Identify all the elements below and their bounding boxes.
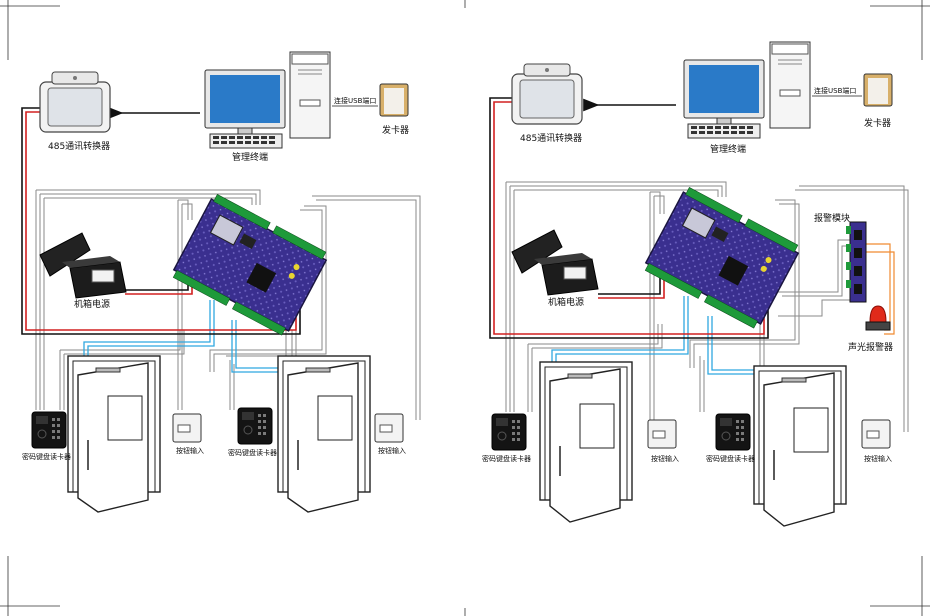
- keypad-reader-2-label: 密码键盘读卡器: [706, 454, 755, 463]
- card-issuer-label: 发卡器: [382, 124, 409, 136]
- card-issuer-label: 发卡器: [864, 117, 891, 129]
- terminal-label: 管理终端: [232, 151, 268, 163]
- management-terminal: [204, 51, 331, 149]
- exit-button-1: [647, 419, 677, 449]
- exit-button-1-label: 按钮输入: [176, 446, 204, 455]
- door-2: [277, 355, 371, 513]
- keypad-reader-1: [31, 411, 67, 449]
- power-supply-box: [39, 232, 127, 299]
- card-issuer: [863, 73, 893, 107]
- power-supply-box: [511, 229, 599, 296]
- keypad-reader-2-label: 密码键盘读卡器: [228, 448, 277, 457]
- gray-wires: [505, 181, 909, 432]
- right-diagram: 485通讯转换器 管理终端 连接USB端口: [482, 41, 909, 527]
- exit-button-2: [861, 419, 891, 449]
- usb-port-label: 连接USB端口: [334, 96, 376, 105]
- power-label: 机箱电源: [548, 296, 584, 308]
- exit-button-2-label: 按钮输入: [864, 454, 892, 463]
- keypad-reader-2: [715, 413, 751, 451]
- alarm-module: [846, 221, 867, 303]
- strobe-alarm-label: 声光报警器: [848, 341, 893, 353]
- rs485-converter: [39, 71, 111, 133]
- power-label: 机箱电源: [74, 298, 110, 310]
- power-wires: [489, 97, 769, 339]
- door-1: [539, 361, 633, 523]
- door-1: [67, 355, 161, 513]
- access-controller-board: [172, 194, 328, 336]
- strobe-alarm: [865, 305, 891, 331]
- left-diagram: 485通讯转换器 管理终端 连接USB端口: [21, 51, 421, 513]
- keypad-reader-2: [237, 407, 273, 445]
- exit-button-2: [374, 413, 404, 443]
- converter-label: 485通讯转换器: [48, 140, 110, 152]
- terminal-label: 管理终端: [710, 143, 746, 155]
- keypad-reader-1-label: 密码键盘读卡器: [482, 454, 531, 463]
- access-controller-board: [644, 187, 800, 329]
- alarm-module-label: 报警模块: [814, 212, 850, 224]
- converter-label: 485通讯转换器: [520, 132, 582, 144]
- exit-button-1-label: 按钮输入: [651, 454, 679, 463]
- keypad-reader-1-label: 密码键盘读卡器: [22, 452, 71, 461]
- rs485-converter: [511, 63, 583, 125]
- exit-button-1: [172, 413, 202, 443]
- keypad-reader-1: [491, 413, 527, 451]
- exit-button-2-label: 按钮输入: [378, 446, 406, 455]
- usb-port-label: 连接USB端口: [814, 86, 856, 95]
- management-terminal: [683, 41, 811, 139]
- door-2: [753, 365, 847, 527]
- card-issuer: [379, 83, 409, 117]
